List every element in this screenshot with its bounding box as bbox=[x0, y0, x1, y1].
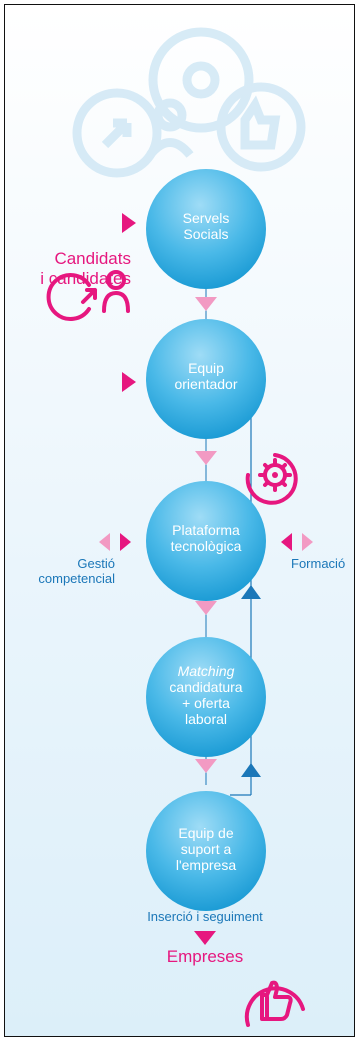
node-label: Equip orientador bbox=[146, 360, 266, 392]
down-arrow bbox=[195, 759, 217, 773]
gear-icon bbox=[245, 453, 298, 505]
node-equip-orientador bbox=[146, 319, 266, 439]
node-plataforma-tecnologica bbox=[146, 481, 266, 601]
node-label-line: laboral bbox=[184, 711, 228, 728]
down-arrow bbox=[195, 601, 217, 615]
down-arrow bbox=[194, 931, 216, 945]
node-label-line: Plataforma bbox=[172, 522, 240, 538]
up-arrow bbox=[241, 585, 261, 599]
candidates-label: Candidats i candidates bbox=[40, 249, 131, 288]
node-label: Equip de suport a l'empresa bbox=[146, 825, 266, 873]
node-equip-suport bbox=[146, 791, 266, 911]
node-label-line: Matching bbox=[177, 663, 235, 679]
node-label-line: Equip de bbox=[178, 825, 234, 841]
network-circles-icon bbox=[72, 27, 306, 178]
right-arrow bbox=[122, 372, 136, 392]
node-label-line: tecnològica bbox=[170, 538, 242, 555]
node-matching bbox=[146, 637, 266, 757]
node-label-line: Servels bbox=[182, 210, 230, 226]
empreses-label: Empreses bbox=[166, 947, 244, 966]
diagram-frame: Servels Socials Equip orientador Platafo… bbox=[4, 4, 355, 1037]
node-label-line: + oferta bbox=[182, 695, 230, 712]
up-arrow bbox=[241, 763, 261, 777]
thumbs-up-icon bbox=[244, 980, 305, 1027]
node-label: Plataforma tecnològica bbox=[146, 522, 266, 554]
node-label-line: suport a bbox=[180, 841, 232, 858]
insercio-label: Inserció i seguiment bbox=[147, 909, 263, 924]
node-label-line: Socials bbox=[183, 226, 229, 243]
node-label-line: l'empresa bbox=[175, 857, 237, 874]
right-arrow bbox=[122, 213, 136, 233]
person-arrow-icon bbox=[46, 270, 130, 321]
left-right-arrow bbox=[99, 533, 131, 551]
node-label: Servels Socials bbox=[146, 210, 266, 242]
left-right-arrow bbox=[281, 533, 313, 551]
node-label-line: candidatura bbox=[169, 679, 243, 696]
formacio-label: Formació bbox=[291, 556, 346, 571]
down-arrow bbox=[195, 297, 217, 311]
down-arrow bbox=[195, 451, 217, 465]
node-label-line: orientador bbox=[174, 376, 238, 393]
node-label: Matching candidatura + oferta laboral bbox=[146, 663, 266, 727]
node-serveis-socials bbox=[146, 169, 266, 289]
flow-diagram bbox=[46, 27, 313, 1027]
gestio-competencial-label: Gestió competencial bbox=[38, 556, 115, 586]
node-label-line: Equip bbox=[188, 360, 224, 376]
